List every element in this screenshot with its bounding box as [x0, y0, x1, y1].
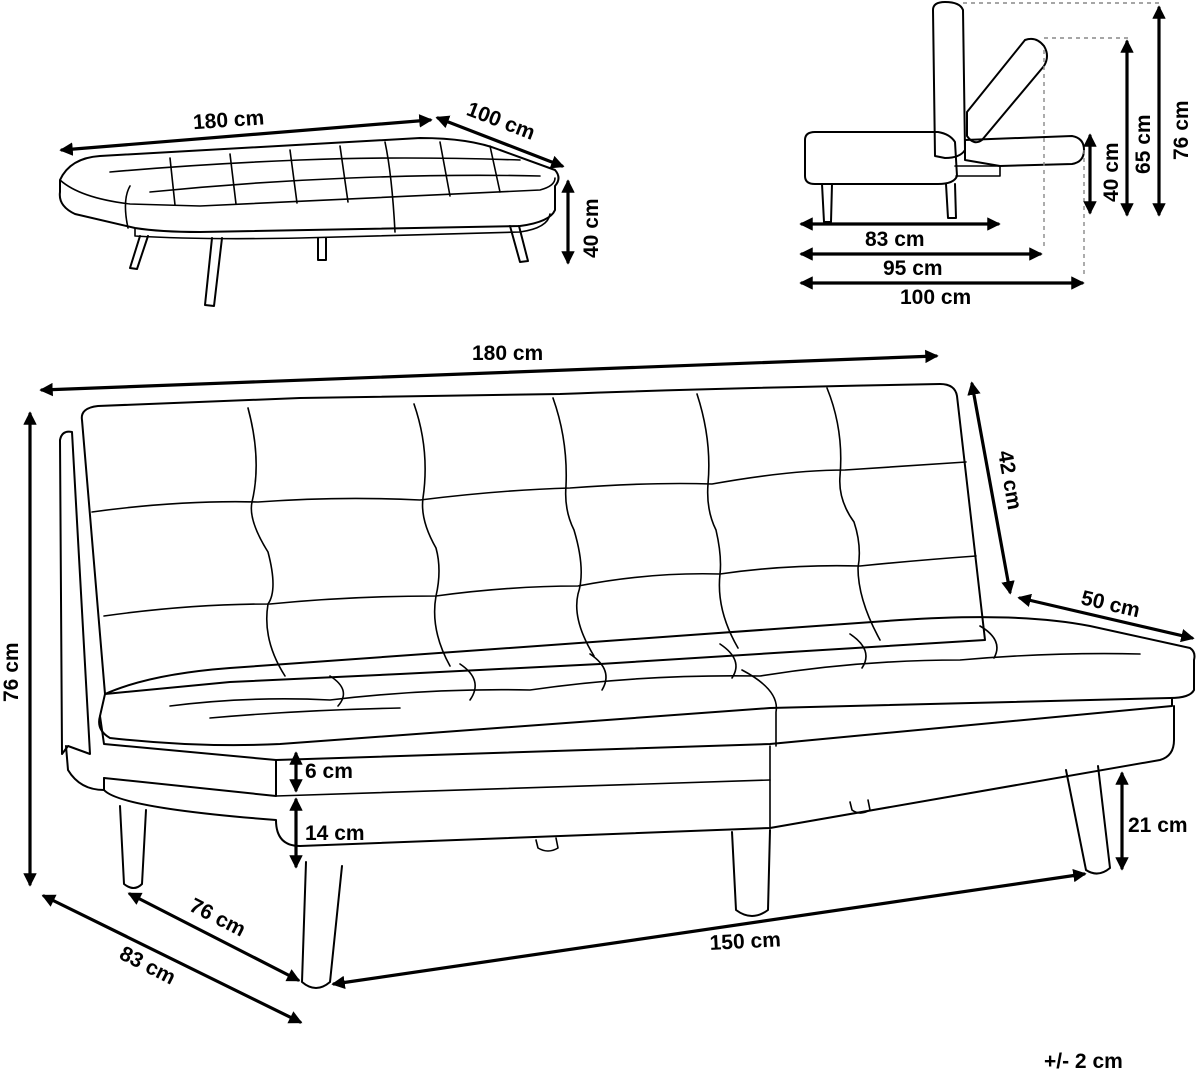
sofa-width-label: 180 cm — [472, 342, 543, 365]
side-total-depth-label: 100 cm — [900, 286, 971, 309]
sofa-seat-depth-label: 50 cm — [1079, 586, 1142, 622]
side-view-guides — [963, 2, 1160, 278]
side-view-dimensions — [799, 5, 1166, 290]
bed-width-label: 180 cm — [192, 106, 265, 134]
sofa-inner-depth-label: 76 cm — [186, 894, 249, 942]
sofa-view-dimensions — [23, 349, 1195, 1024]
side-total-height-label: 76 cm — [1170, 100, 1193, 160]
sofa-backrest-height-label: 42 cm — [993, 449, 1026, 512]
side-recline-height-label: 65 cm — [1132, 114, 1155, 174]
side-mid-depth-label: 95 cm — [883, 257, 943, 280]
side-view-drawing — [804, 1, 1085, 223]
bed-height-label: 40 cm — [580, 198, 603, 258]
sofa-view-drawing — [59, 383, 1196, 989]
sofa-total-height-label: 76 cm — [0, 642, 23, 702]
sofa-base-thickness-label: 14 cm — [305, 822, 365, 845]
bed-depth-label: 100 cm — [463, 98, 538, 145]
side-seat-height-label: 40 cm — [1100, 142, 1123, 202]
sofa-cushion-thickness-label: 6 cm — [305, 760, 353, 783]
side-seat-depth-label: 83 cm — [865, 228, 925, 251]
bed-view-dimensions — [59, 114, 575, 265]
sofa-total-depth-label: 83 cm — [116, 942, 179, 990]
tolerance-note: +/- 2 cm — [1044, 1050, 1123, 1073]
sofa-leg-span-label: 150 cm — [709, 928, 781, 955]
bed-view-drawing — [58, 137, 560, 307]
sofa-leg-height-label: 21 cm — [1128, 814, 1188, 837]
